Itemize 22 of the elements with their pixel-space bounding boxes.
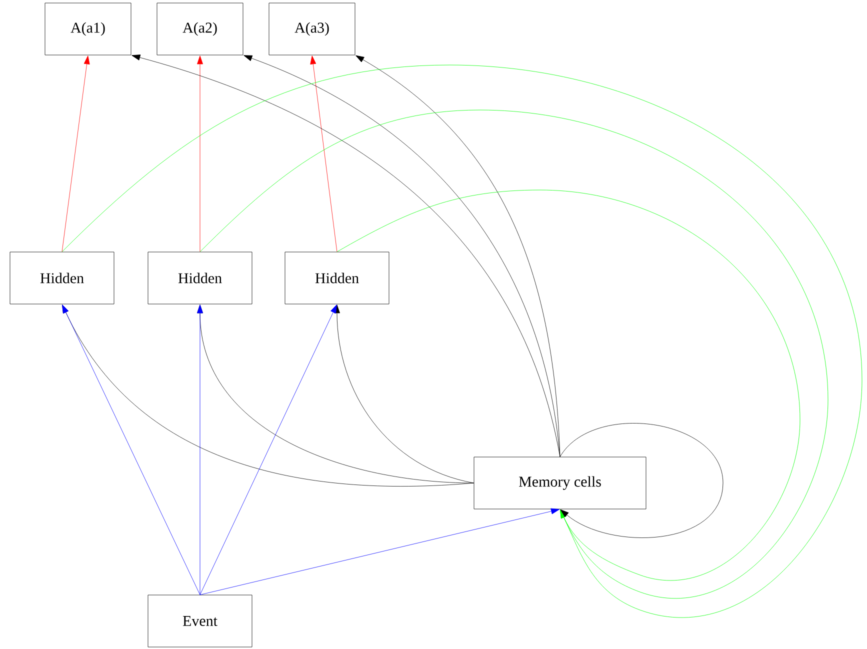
- arrow: [62, 56, 90, 252]
- box: A(a1): [44, 2, 132, 56]
- box: Memory cells: [474, 456, 646, 510]
- arrow: [197, 56, 203, 252]
- arrow: [62, 304, 200, 595]
- box: Event: [148, 594, 252, 648]
- arrow: [200, 110, 828, 598]
- arrow: [336, 190, 800, 580]
- arrow: [200, 304, 337, 595]
- arrow: [334, 304, 474, 484]
- arrow: [132, 54, 560, 457]
- box: Hidden: [148, 252, 252, 304]
- arrow: [200, 508, 560, 595]
- arrow: [356, 55, 560, 457]
- box: A(a3): [268, 2, 356, 56]
- arrow: [197, 304, 203, 595]
- arrow: [310, 56, 338, 252]
- box: Hidden: [10, 252, 114, 304]
- box: Hidden: [284, 252, 390, 304]
- box: A(a2): [156, 2, 244, 56]
- arrow: [62, 64, 862, 618]
- arrow: [560, 423, 724, 538]
